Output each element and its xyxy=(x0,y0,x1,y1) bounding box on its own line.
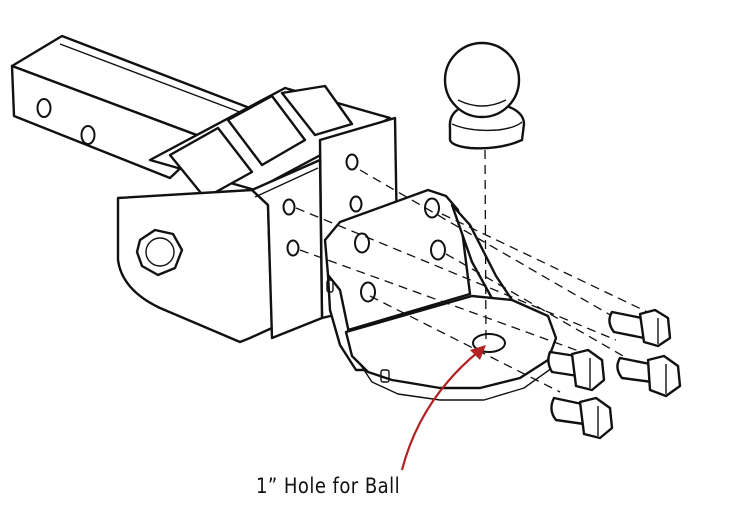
hitch-pin-nut xyxy=(380,369,390,383)
bolt-middle xyxy=(616,354,682,398)
bolt-lower-left xyxy=(547,348,606,392)
callout-arrow xyxy=(400,345,486,471)
ball-mount-bracket xyxy=(323,188,558,401)
receiver-tube xyxy=(10,34,257,180)
ball-hole-label: 1” Hole for Ball xyxy=(256,474,401,498)
alignment-lines xyxy=(295,149,661,393)
hitch-ball xyxy=(443,41,526,150)
bolt-lower-right xyxy=(550,396,614,440)
bolt-upper xyxy=(608,308,672,348)
